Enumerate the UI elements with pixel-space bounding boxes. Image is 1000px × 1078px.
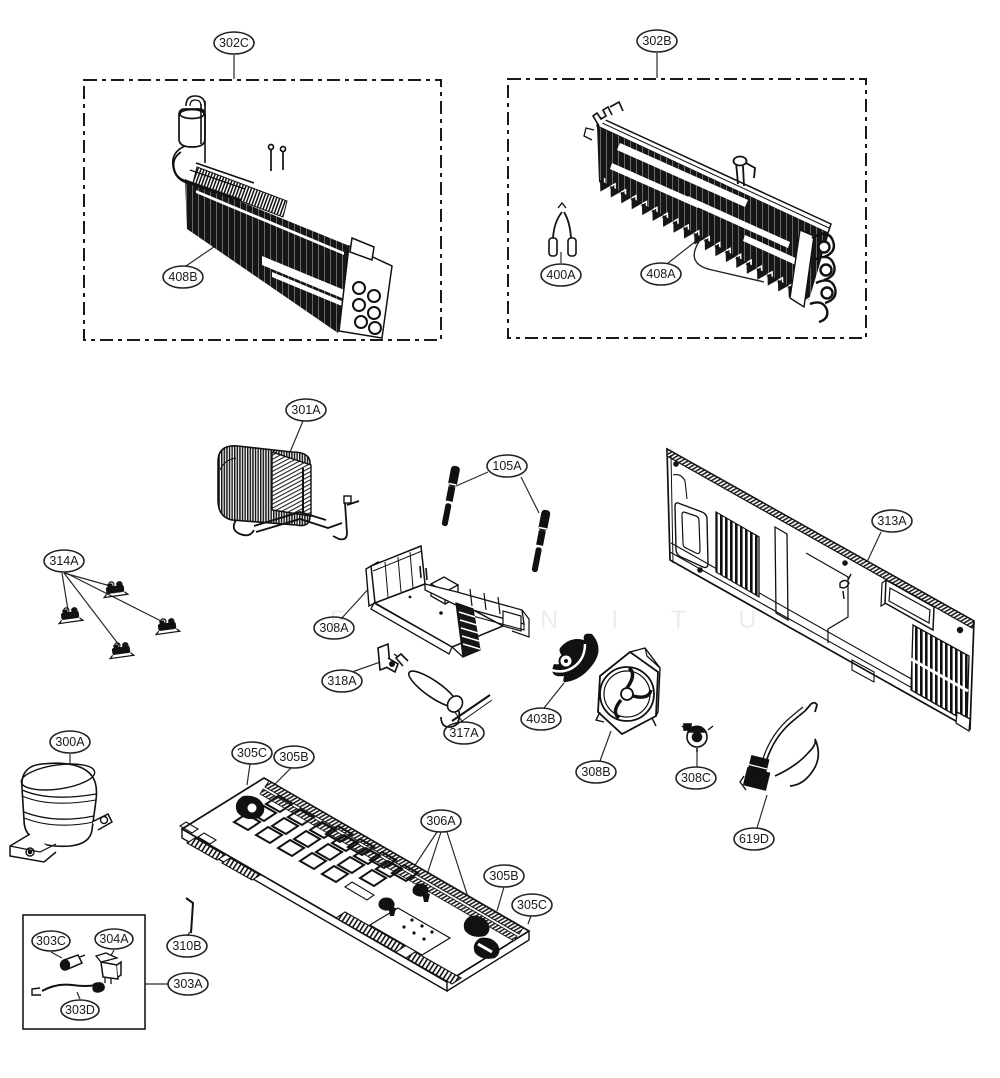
svg-text:302C: 302C xyxy=(219,36,249,50)
svg-text:105A: 105A xyxy=(492,459,522,473)
svg-text:304A: 304A xyxy=(99,932,129,946)
svg-text:303A: 303A xyxy=(173,977,203,991)
svg-text:303C: 303C xyxy=(36,934,66,948)
svg-text:310B: 310B xyxy=(172,939,201,953)
svg-text:305C: 305C xyxy=(517,898,547,912)
svg-text:400A: 400A xyxy=(546,268,576,282)
svg-text:318A: 318A xyxy=(327,674,357,688)
svg-text:308C: 308C xyxy=(681,771,711,785)
svg-text:314A: 314A xyxy=(49,554,79,568)
svg-text:403B: 403B xyxy=(526,712,555,726)
svg-text:301A: 301A xyxy=(291,403,321,417)
svg-text:313A: 313A xyxy=(877,514,907,528)
svg-text:317A: 317A xyxy=(449,726,479,740)
svg-text:306A: 306A xyxy=(426,814,456,828)
svg-text:305B: 305B xyxy=(489,869,518,883)
svg-text:408B: 408B xyxy=(168,270,197,284)
svg-text:305B: 305B xyxy=(279,750,308,764)
svg-text:408A: 408A xyxy=(646,267,676,281)
svg-text:619D: 619D xyxy=(739,832,769,846)
svg-text:300A: 300A xyxy=(55,735,85,749)
svg-text:303D: 303D xyxy=(65,1003,95,1017)
svg-text:305C: 305C xyxy=(237,746,267,760)
svg-text:308B: 308B xyxy=(581,765,610,779)
svg-text:302B: 302B xyxy=(642,34,671,48)
svg-text:308A: 308A xyxy=(319,621,349,635)
